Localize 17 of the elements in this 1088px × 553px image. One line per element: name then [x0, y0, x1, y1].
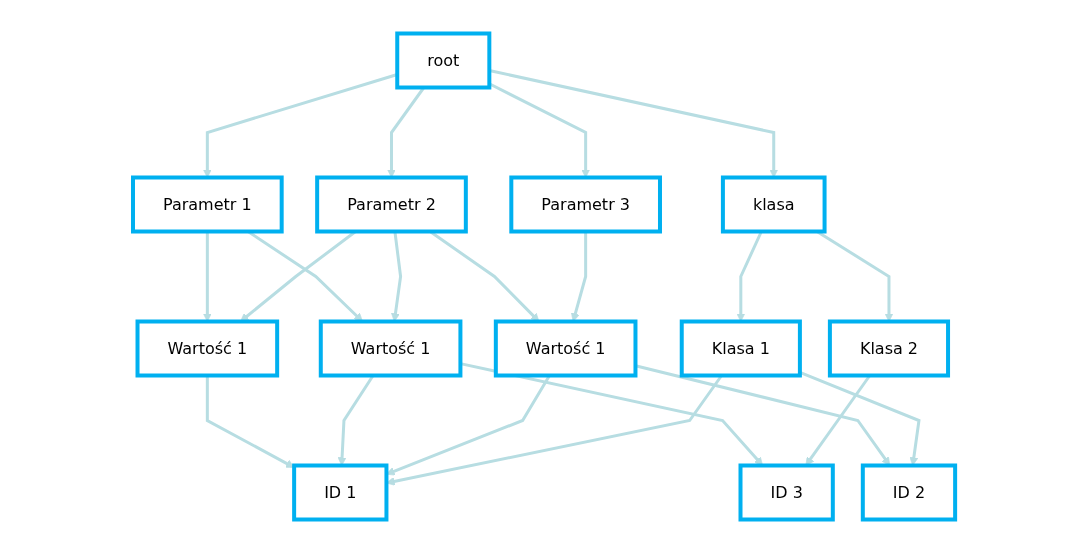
node-box: root	[395, 31, 492, 90]
node-box: Klasa 1	[679, 319, 802, 378]
arrow	[570, 231, 588, 322]
node-box: Wartość 1	[493, 319, 638, 378]
node-box: Wartość 1	[318, 319, 463, 378]
node-box: Parametr 2	[315, 175, 468, 234]
node-box: Parametr 3	[509, 175, 662, 234]
node-box: ID 2	[860, 463, 958, 522]
node-box: Wartość 1	[135, 319, 280, 378]
node-box: Klasa 2	[827, 319, 950, 378]
node-box: ID 3	[738, 463, 835, 522]
node-box: ID 1	[292, 463, 389, 522]
arrow	[202, 231, 212, 322]
node-box: klasa	[720, 175, 827, 234]
node-box: Parametr 1	[130, 175, 284, 234]
arrow	[391, 231, 403, 322]
arrow	[205, 375, 295, 468]
